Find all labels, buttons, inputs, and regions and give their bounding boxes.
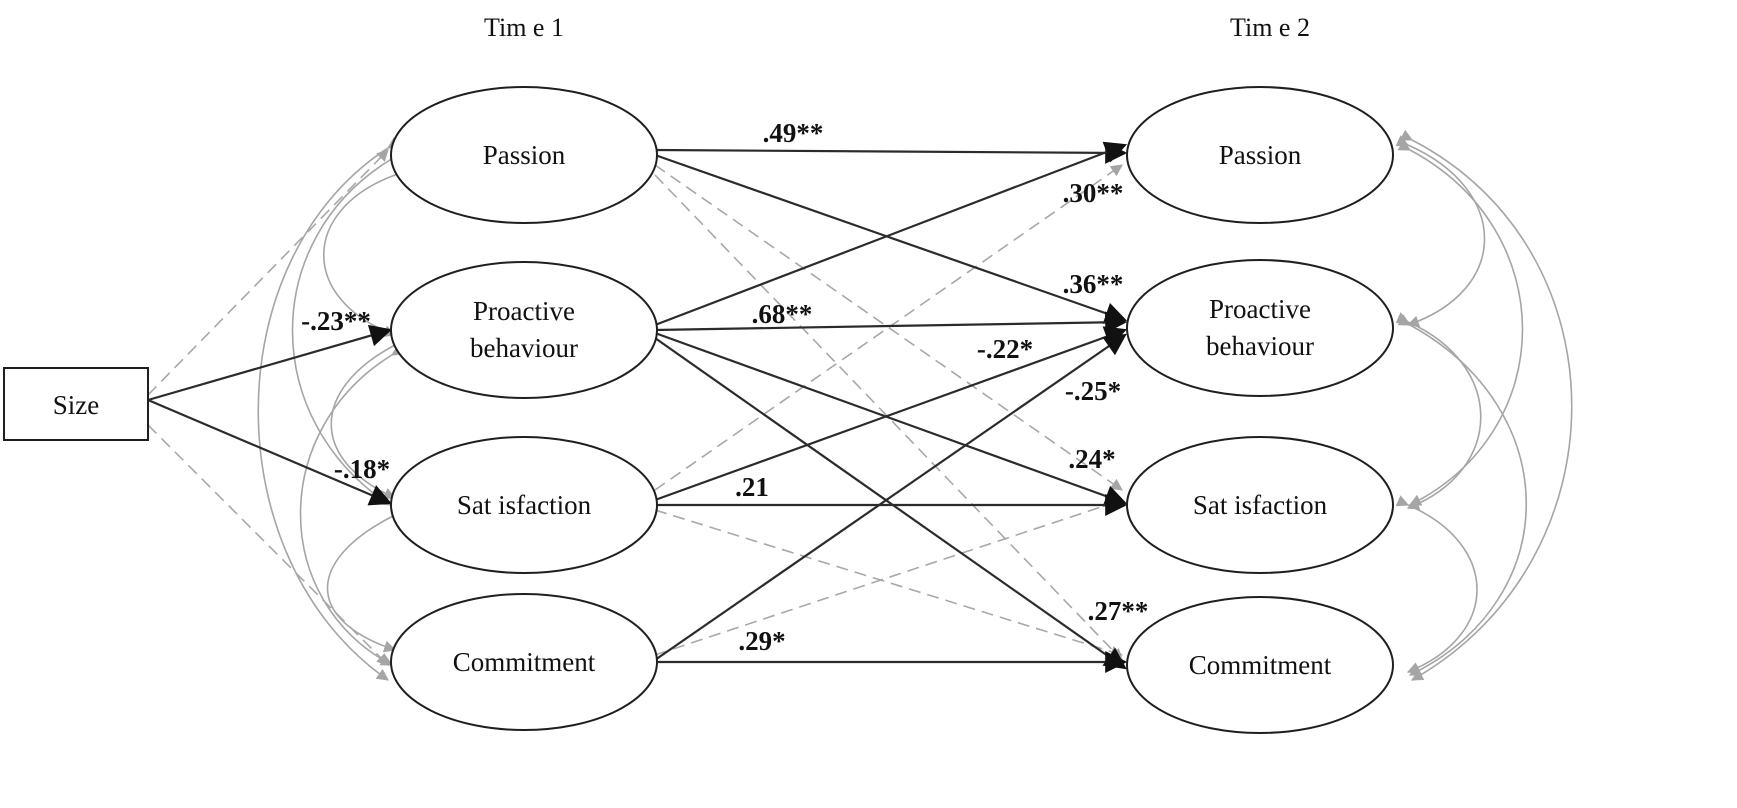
node-t1-passion-label: Passion [483,140,566,170]
coef-size-satisfaction: -.18* [334,454,390,484]
cov-t2-proactive-satisfaction [1395,312,1482,510]
cov-t1-proactive-satisfaction [330,334,408,500]
node-t2-commitment: Commitment [1126,596,1394,734]
cov-t2-proactive-commitment [1397,314,1528,676]
coef-passion-proactive: .36** [1063,269,1124,299]
cov-t2-passion-proactive [1395,135,1486,328]
path-proactive-satisfaction [654,331,1128,507]
node-t2-satisfaction: Sat isfaction [1126,436,1394,574]
node-t2-satisfaction-label: Sat isfaction [1193,490,1328,520]
cov-t1-proactive-commitment [299,344,405,666]
cov-t1-satisfaction-commitment [326,504,408,653]
node-size-label: Size [53,390,100,420]
path-proactive-proactive [654,311,1128,334]
cov-t1-passion-proactive [322,165,408,337]
node-t2-commitment-label: Commitment [1189,650,1332,680]
node-t2-proactive-line1: Proactive [1209,294,1311,324]
time2-label: Tim e 2 [1230,13,1310,42]
crosslag-nonsignificant-paths [654,164,1124,661]
node-t1-proactive-line2: behaviour [470,333,578,363]
node-t1-commitment: Commitment [390,593,658,731]
node-t1-passion: Passion [390,86,658,224]
coef-proactive-proactive: .68** [752,299,813,329]
node-t2-proactive: Proactive behaviour [1126,259,1394,397]
node-t1-satisfaction-label: Sat isfaction [457,490,592,520]
cov-t2-satisfaction-commitment [1395,495,1478,674]
node-t1-proactive-line1: Proactive [473,296,575,326]
path-size-satisfaction [147,398,393,506]
path-passion-passion [654,141,1128,164]
path-satisfaction-commitment-ns [654,509,1124,658]
coef-commitment-proactive: -.25* [1065,376,1121,406]
cov-t1-passion-satisfaction [291,149,403,506]
node-t2-proactive-line2: behaviour [1206,331,1314,361]
node-t2-passion: Passion [1126,86,1394,224]
node-t1-proactive: Proactive behaviour [390,261,658,399]
node-t1-satisfaction: Sat isfaction [390,436,658,574]
path-proactive-passion [654,141,1128,327]
coef-commitment-commitment: .29* [738,626,785,656]
path-size-passion-ns [147,149,389,396]
cov-t1-passion-commitment [257,137,401,681]
time1-label: Tim e 1 [484,13,564,42]
significant-paths [147,141,1128,673]
path-size-proactive [147,324,393,402]
path-proactive-commitment [654,337,1127,670]
node-t2-passion-label: Passion [1219,140,1302,170]
path-passion-commitment-ns [654,174,1123,661]
coef-satisfaction-proactive: -.22* [977,334,1033,364]
node-t1-commitment-label: Commitment [453,647,596,677]
coef-passion-passion: .49** [763,118,824,148]
coef-proactive-passion: .30** [1063,178,1124,208]
time1-covariances [257,137,408,681]
coef-satisfaction-satisfaction: .21 [735,472,769,502]
coef-size-proactive: -.23** [301,306,371,336]
path-passion-proactive [654,153,1128,324]
time2-covariances [1395,129,1573,681]
coef-proactive-satisfaction: .24* [1068,444,1115,474]
path-commitment-proactive [654,333,1127,661]
cov-t2-passion-satisfaction [1397,139,1524,506]
path-commitment-satisfaction-ns [654,497,1124,656]
path-satisfaction-proactive [654,326,1128,502]
coef-proactive-commitment: .27** [1088,596,1149,626]
node-size: Size [3,367,149,441]
coefficient-labels: -.23** -.18* .49** .30** .36** .68** -.2… [301,118,1148,656]
size-nonsignificant-paths [147,149,389,666]
cov-t2-passion-commitment [1399,129,1573,681]
